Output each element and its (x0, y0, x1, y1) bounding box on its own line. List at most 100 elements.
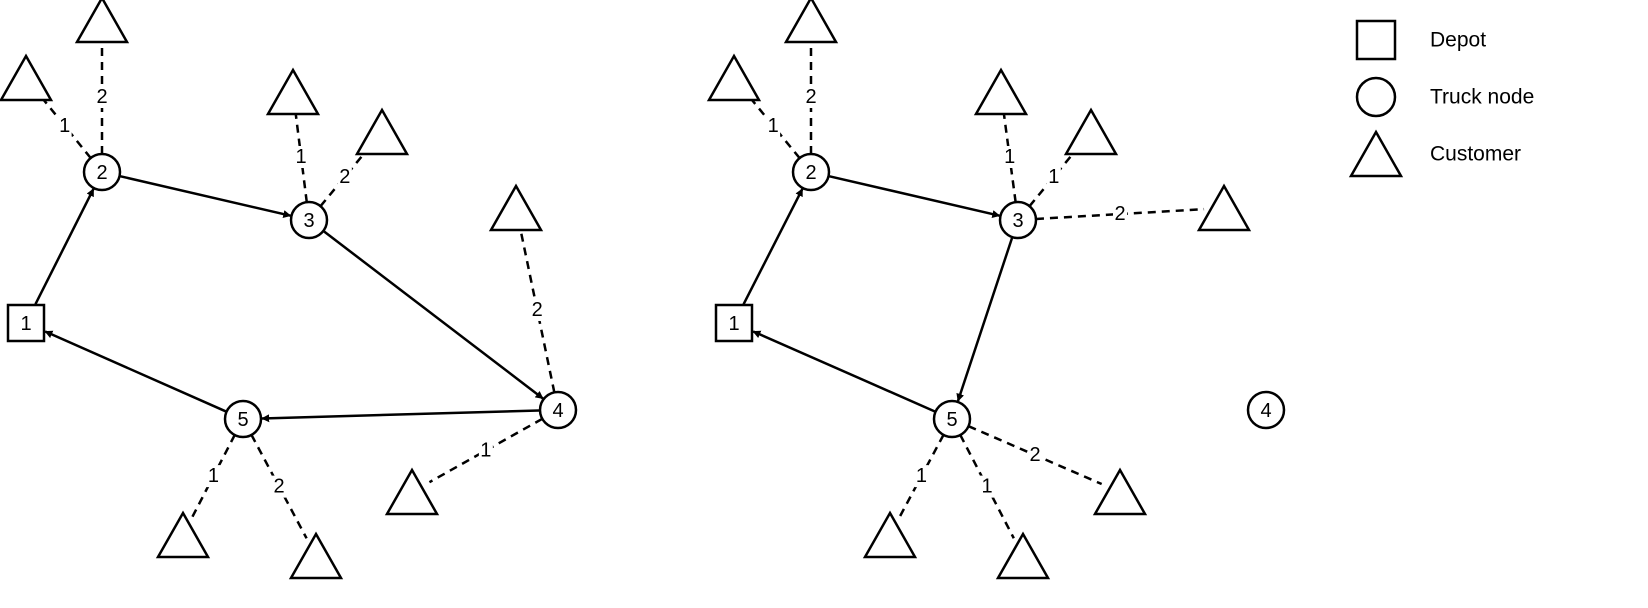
drone-link (1028, 146, 1080, 207)
drone-link (319, 146, 371, 207)
truck-node-circle (538, 390, 578, 430)
truck-node: 3 (998, 200, 1038, 240)
drone-link-label: 2 (1030, 444, 1041, 466)
truck-node: 3 (289, 200, 329, 240)
drone-link-label: 2 (96, 86, 107, 108)
truck-node-circle (223, 399, 263, 439)
drone-link-label-bg (294, 145, 309, 168)
legend-label: Depot (1430, 29, 1486, 52)
drone-link-label-bg (1113, 203, 1128, 226)
drone-link-label: 2 (1114, 203, 1125, 225)
legend-label: Truck node (1430, 86, 1534, 109)
legend-label: Customer (1430, 143, 1521, 166)
customer-triangle (288, 531, 344, 580)
customer-triangle (1196, 183, 1252, 232)
drone-link-label-bg (766, 114, 781, 137)
drone-link-label-bg (272, 475, 287, 498)
truck-route (34, 175, 544, 423)
drone-link-label-bg (1002, 145, 1017, 168)
drone-link-label-bg (1028, 444, 1043, 467)
truck-route (742, 175, 1014, 413)
depot-node: 1 (6, 303, 46, 343)
truck-node-circle (998, 200, 1038, 240)
drone-link-label-bg (95, 86, 109, 108)
truck-route-arrow (323, 230, 544, 400)
drone-link-label: 1 (1048, 166, 1059, 188)
truck-route-arrow (956, 237, 1014, 402)
drone-link-label-bg (478, 439, 493, 462)
truck-node-label: 5 (946, 409, 957, 431)
drone-link-label: 2 (805, 86, 816, 108)
truck-route-arrow (742, 188, 804, 305)
truck-node-label: 3 (303, 210, 314, 232)
customer-triangle (384, 467, 440, 516)
truck-node-circle (82, 152, 122, 192)
truck-node: 4 (538, 390, 578, 430)
truck-node-label: 4 (552, 400, 563, 422)
drone-link (428, 417, 543, 484)
truck-node-circle (289, 200, 329, 240)
truck-route-arrow (829, 175, 1001, 218)
truck-node: 5 (932, 399, 972, 439)
customer-triangle (995, 531, 1051, 580)
truck-route-arrow (752, 330, 936, 413)
depot-square (6, 303, 46, 343)
truck-node: 4 (1246, 390, 1286, 430)
drone-link-label: 1 (916, 465, 927, 487)
customer-triangle (354, 107, 410, 156)
legend-item-circle: Truck node (1355, 76, 1534, 118)
customer-triangle (155, 510, 211, 559)
truck-route-arrow (44, 330, 227, 413)
panel-left: 1 2 1 2 2 1 1 2 1 2 3 4 5 (0, 0, 578, 580)
drone-link-label-bg (804, 86, 818, 108)
drone-link-label: 2 (339, 166, 350, 188)
customer-triangle (1063, 107, 1119, 156)
customer-triangle (783, 0, 839, 44)
legend-circle-icon (1355, 76, 1397, 118)
truck-node-label: 3 (1012, 210, 1023, 232)
drone-link-label-bg (337, 165, 352, 188)
truck-node-label: 2 (805, 162, 816, 184)
drone-link-label: 2 (532, 299, 543, 321)
truck-node: 2 (791, 152, 831, 192)
customer-triangle (973, 67, 1029, 116)
truck-node-label: 4 (1260, 400, 1271, 422)
drone-link-label-bg (914, 465, 929, 488)
legend-square-icon (1355, 19, 1397, 61)
customers (0, 0, 544, 580)
depot-node: 1 (714, 303, 754, 343)
customer-triangle (706, 53, 762, 102)
drone-link-label: 1 (1004, 146, 1015, 168)
drone-link-label: 1 (59, 115, 70, 137)
drone-link-label-bg (980, 475, 995, 498)
drone-link-label: 1 (768, 115, 779, 137)
truck-node: 5 (223, 399, 263, 439)
drone-link-label: 2 (273, 476, 284, 498)
depot-label: 1 (728, 313, 739, 335)
drone-link-label-bg (57, 114, 72, 137)
drone-link-label-bg (1046, 165, 1061, 188)
customers (706, 0, 1252, 580)
legend-triangle-icon (1348, 129, 1404, 178)
legend-item-square: Depot (1355, 19, 1486, 61)
drone-link-label: 1 (480, 440, 491, 462)
customer-triangle (74, 0, 130, 44)
truck-route-arrow (120, 175, 292, 218)
drone-links: 1 2 1 2 2 1 1 2 (37, 40, 556, 539)
customer-triangle (0, 53, 54, 102)
drone-link-label-bg (206, 465, 221, 488)
customer-triangle (488, 183, 544, 232)
truck-node: 2 (82, 152, 122, 192)
drone-link-label: 1 (208, 465, 219, 487)
depot-square (714, 303, 754, 343)
truck-node-circle (1246, 390, 1286, 430)
truck-node-label: 2 (96, 162, 107, 184)
drone-link-label-bg (530, 298, 545, 321)
truck-route-arrow (34, 188, 95, 305)
customer-triangle (862, 510, 918, 559)
drone-link-label: 1 (296, 146, 307, 168)
legend-item-triangle: Customer (1348, 129, 1521, 178)
